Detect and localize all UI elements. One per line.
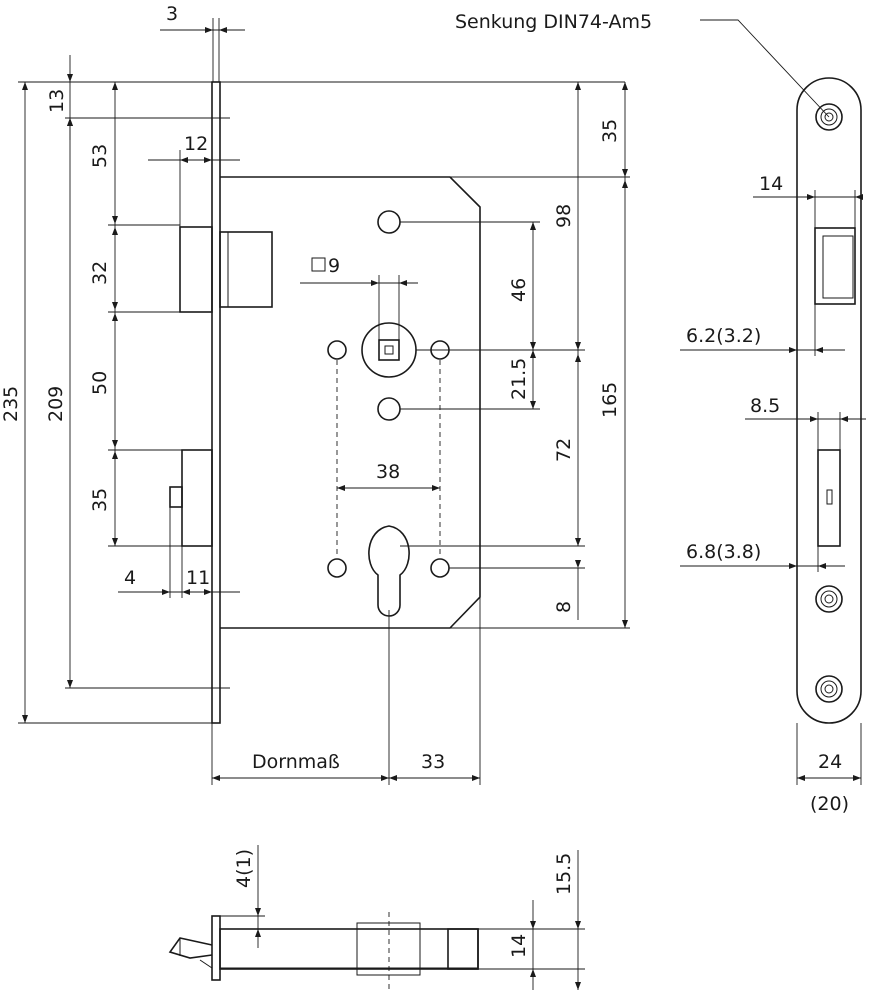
- label-dim-46: 46: [508, 278, 530, 302]
- bottom-faceplate: [211, 915, 221, 981]
- label-dim-4-left: 4: [124, 567, 136, 589]
- label-dim-72: 72: [553, 438, 575, 462]
- side-dimension-labels: Senkung DIN74-Am5 14 6.2(3.2) 8.5 6.8(3.…: [455, 11, 849, 815]
- follower-square: [378, 339, 400, 361]
- label-dim-11: 11: [186, 567, 210, 589]
- latch-bolt-tip: [219, 231, 273, 308]
- side-screw-bottom: [815, 675, 843, 703]
- label-square-9: 9: [328, 255, 340, 277]
- side-deadbolt: [817, 449, 841, 547]
- screw-hole-top: [377, 210, 401, 234]
- label-dim-8: 8: [553, 601, 575, 613]
- latch-bolt: [179, 226, 213, 313]
- bottom-dimensions: [212, 845, 585, 990]
- label-dim-50: 50: [89, 371, 111, 395]
- faceplate: [211, 81, 221, 724]
- side-faceplate: [796, 77, 862, 724]
- label-dim-14-bottom: 14: [508, 934, 530, 958]
- label-dim-3: 3: [166, 3, 178, 25]
- label-dim-33: 33: [421, 751, 445, 773]
- label-dim-12: 12: [184, 133, 208, 155]
- label-dim-21-5: 21.5: [508, 358, 530, 400]
- bottom-latch-tip: [168, 937, 213, 959]
- label-dim-165: 165: [599, 382, 621, 418]
- side-latch: [814, 227, 856, 305]
- label-dim-6-8: 6.8(3.8): [686, 541, 761, 563]
- front-dimensions: [18, 18, 630, 785]
- front-view: [169, 81, 481, 724]
- label-dim-209: 209: [45, 386, 67, 422]
- label-dim-13: 13: [46, 89, 68, 113]
- lock-case: [220, 176, 481, 629]
- label-dim-20: (20): [810, 793, 849, 815]
- label-dim-24: 24: [818, 751, 842, 773]
- cylinder-keyhole: [368, 525, 410, 617]
- hole-left-upper: [327, 340, 347, 360]
- follower-ring: [361, 322, 417, 378]
- square-symbol: [311, 257, 326, 272]
- label-dim-235: 235: [0, 386, 22, 422]
- front-dimension-labels: 3 13 53 12 32 50 35 4 11 235 209 35 98 4…: [0, 3, 621, 773]
- label-dim-53: 53: [89, 144, 111, 168]
- bottom-latch: [447, 928, 479, 970]
- label-senkung: Senkung DIN74-Am5: [455, 11, 652, 33]
- label-dim-6-2: 6.2(3.2): [686, 325, 761, 347]
- bottom-cylinder-zone: [356, 922, 421, 976]
- label-dim-35-left: 35: [89, 488, 111, 512]
- side-view: [796, 77, 862, 724]
- bottom-view: [168, 912, 479, 990]
- label-dim-38: 38: [376, 461, 400, 483]
- label-dim-8-5: 8.5: [750, 395, 780, 417]
- label-dim-4-1: 4(1): [233, 849, 255, 888]
- label-dim-32: 32: [89, 261, 111, 285]
- screw-hole-mid: [377, 397, 401, 421]
- bottom-dimension-labels: 4(1) 15.5 14: [233, 849, 575, 958]
- label-dornmass: Dornmaß: [252, 751, 340, 773]
- dead-bolt-small: [169, 486, 183, 508]
- dead-bolt: [181, 449, 213, 547]
- side-screw-mid: [815, 585, 843, 613]
- label-dim-15-5: 15.5: [553, 853, 575, 895]
- hole-left-lower: [327, 558, 347, 578]
- label-dim-35-right: 35: [599, 119, 621, 143]
- label-dim-98: 98: [553, 204, 575, 228]
- side-screw-top: [815, 103, 843, 131]
- label-dim-14-side: 14: [759, 173, 783, 195]
- hole-right-lower: [430, 558, 450, 578]
- side-dimensions: [680, 19, 866, 785]
